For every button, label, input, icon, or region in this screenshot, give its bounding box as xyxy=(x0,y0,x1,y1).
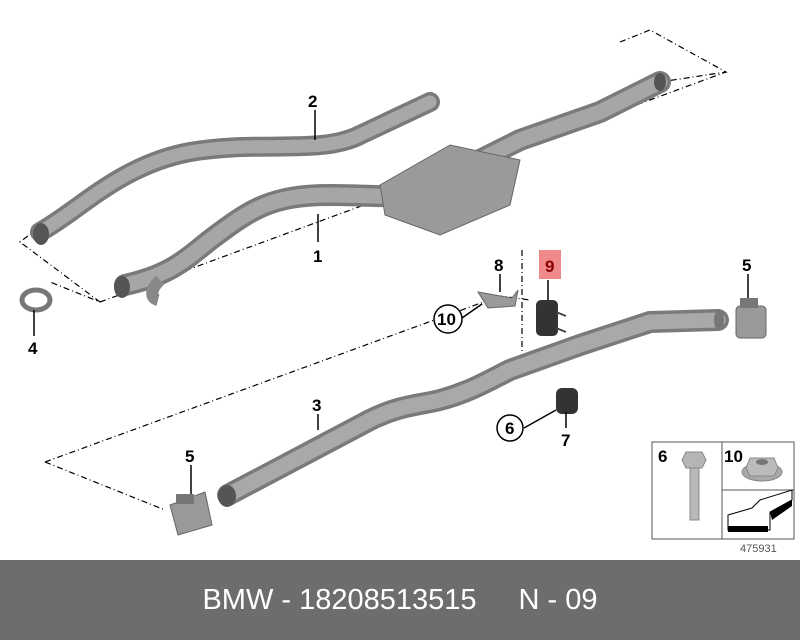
part-7-rubber-mount[interactable] xyxy=(556,388,578,414)
callout-8: 8 xyxy=(494,256,503,275)
nut-icon xyxy=(741,457,783,482)
callout-6-circle xyxy=(496,414,524,442)
callout-9-highlight xyxy=(539,250,561,279)
direction-arrow-icon xyxy=(727,489,793,532)
callout-5-right: 5 xyxy=(742,256,751,275)
callout-10: 10 xyxy=(437,310,456,329)
footer-bar: BMW - 18208513515 N - 09 xyxy=(0,560,800,640)
part-9-rubber-hanger[interactable] xyxy=(536,300,567,336)
callout-3: 3 xyxy=(312,396,321,415)
part-5-clamp-right[interactable] xyxy=(735,298,767,339)
legend-bolt-label: 6 xyxy=(658,447,667,466)
brand-part-number: BMW - 18208513515 xyxy=(202,583,477,616)
callout-9[interactable]: 9 xyxy=(545,257,554,276)
callout-1: 1 xyxy=(313,247,322,266)
fastener-legend: 6 10 475931 xyxy=(651,441,795,555)
callout-4: 4 xyxy=(28,339,38,358)
callout-10-circle xyxy=(433,304,463,334)
part-1-catalytic-converter[interactable] xyxy=(114,71,671,306)
callout-2: 2 xyxy=(308,92,317,111)
callout-7: 7 xyxy=(561,431,570,450)
callout-6: 6 xyxy=(505,419,514,438)
part-3-rear-pipe[interactable] xyxy=(217,309,729,507)
exhaust-parts-diagram: 2 1 3 4 5 5 7 8 6 10 9 6 10 475931 xyxy=(19,29,795,555)
image-number: 475931 xyxy=(740,543,777,555)
legend-nut-label: 10 xyxy=(724,447,743,466)
leader-lines xyxy=(33,110,749,494)
variant-code: N - 09 xyxy=(518,583,598,616)
part-8-bracket[interactable] xyxy=(476,289,519,309)
bolt-icon xyxy=(681,451,707,521)
callout-5-left: 5 xyxy=(185,447,194,466)
part-2-front-pipe[interactable] xyxy=(30,92,440,245)
part-5-clamp-left[interactable] xyxy=(169,491,213,536)
part-4-clamp[interactable] xyxy=(19,287,53,313)
